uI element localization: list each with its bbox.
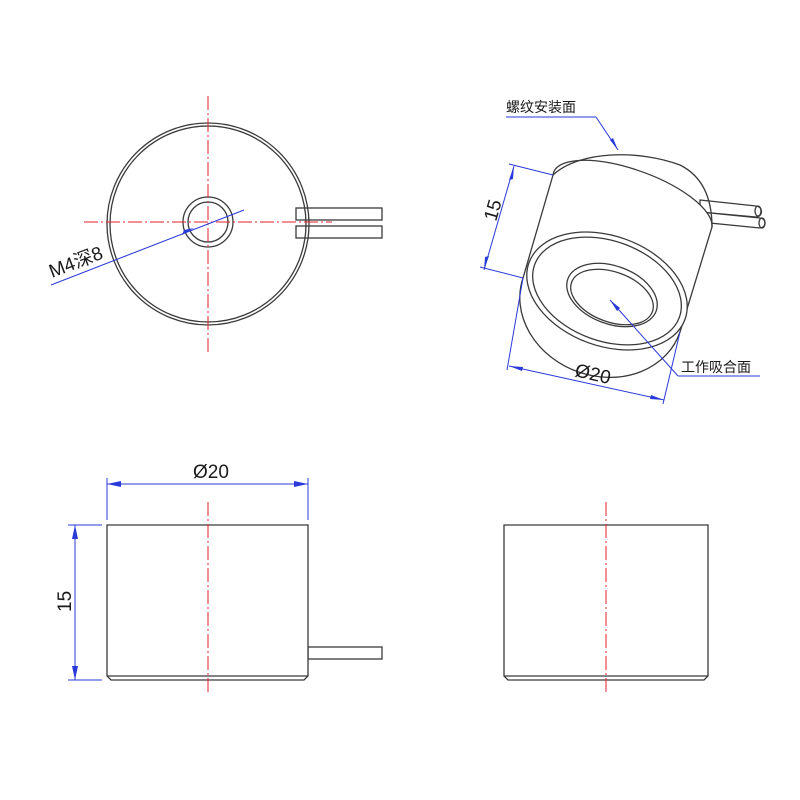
front-view-diameter-dim: Ø20 (193, 462, 229, 483)
iso-view-top-edge (552, 154, 713, 228)
top-view-thread-leader (50, 209, 245, 286)
front-view: Ø20 15 (55, 462, 383, 692)
top-view-wire-leads (295, 207, 383, 239)
iso-view-work-face-label: 工作吸合面 (681, 360, 751, 376)
iso-view-work-leader (609, 299, 679, 377)
iso-view-diameter-dim-line (508, 365, 665, 401)
top-view-thread-note: M4深8 (46, 242, 106, 283)
iso-view-wire-leads (699, 199, 766, 229)
iso-view-diameter-ext-left (506, 277, 524, 371)
top-view-thread-leader-arrow (182, 228, 194, 235)
iso-view-height-ext-bottom (479, 266, 524, 279)
iso-view: 15 Ø20 螺纹安装面 工作吸合面 (479, 100, 766, 405)
iso-view-height-dim-line (483, 165, 515, 271)
iso-view-front-face-outer (526, 231, 688, 351)
iso-view-height-ext-top (508, 163, 554, 176)
iso-view-inner-pole-edge (570, 268, 654, 326)
front-view-wire-lead (307, 646, 383, 660)
front-view-height-dim: 15 (55, 591, 76, 612)
iso-view-inner-pole (566, 262, 658, 328)
iso-view-mount-face-label: 螺纹安装面 (506, 100, 576, 116)
iso-view-height-dim: 15 (481, 197, 507, 223)
top-view: M4深8 (46, 96, 383, 352)
iso-view-front-face-rim (532, 236, 682, 346)
side-view (503, 502, 709, 692)
